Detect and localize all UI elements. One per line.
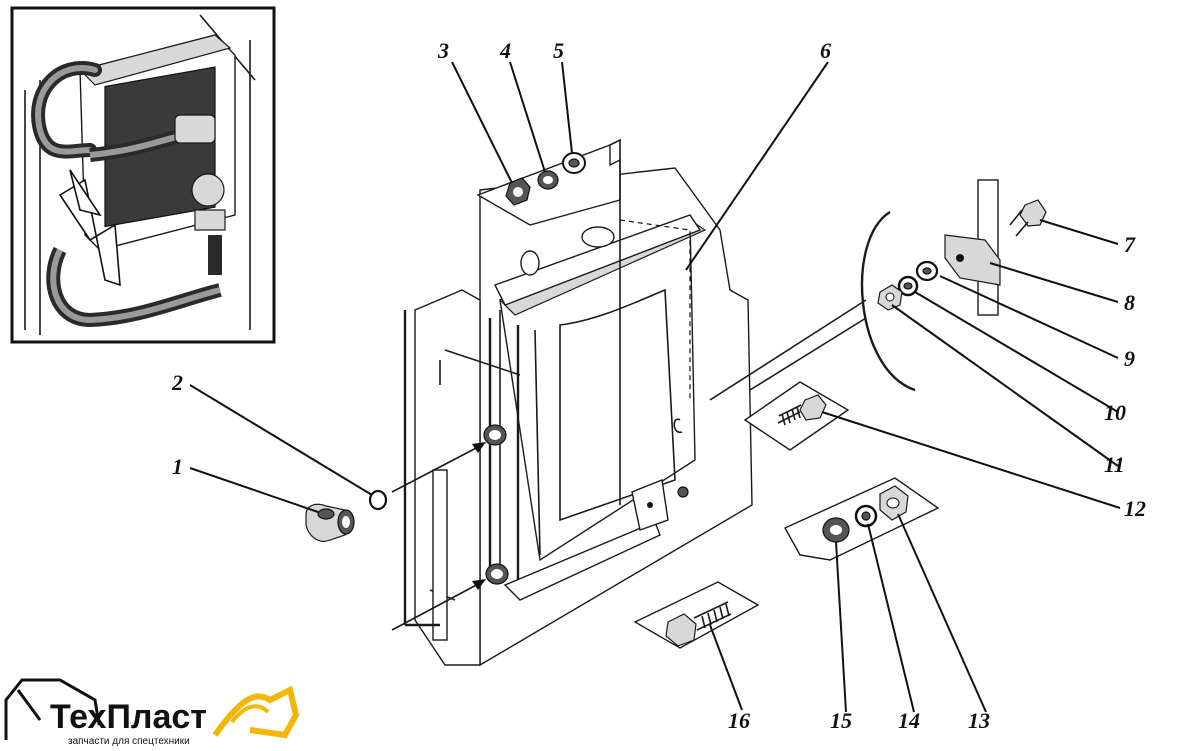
washer-9 xyxy=(915,260,939,282)
nut-11 xyxy=(877,284,903,311)
callout-12: 12 xyxy=(1124,496,1146,521)
washer-10 xyxy=(897,275,919,297)
fastener-panel-bottom xyxy=(784,477,940,561)
brand-name: ТехПласт xyxy=(50,698,207,736)
bolt-16 xyxy=(665,601,732,647)
clamp-8 xyxy=(944,234,1001,286)
washer-5 xyxy=(562,152,586,174)
callout-9: 9 xyxy=(1124,346,1135,371)
callout-6: 6 xyxy=(820,38,831,63)
callout-5: 5 xyxy=(553,38,564,63)
fastener-panel-top xyxy=(476,138,621,505)
brand-logo: ТехПласт запчасти для спецтехники xyxy=(4,678,300,747)
callout-10: 10 xyxy=(1104,400,1126,425)
callout-15: 15 xyxy=(830,708,852,733)
callout-13: 13 xyxy=(968,708,990,733)
callout-1: 1 xyxy=(172,454,183,479)
callout-3: 3 xyxy=(437,38,449,63)
callout-7: 7 xyxy=(1124,232,1136,257)
nut-13 xyxy=(879,485,909,521)
bolt-panel-16 xyxy=(633,581,760,649)
callout-4: 4 xyxy=(499,38,511,63)
bolt-7 xyxy=(1009,199,1047,237)
leader-lines xyxy=(189,61,1121,713)
excavator-left-icon xyxy=(4,678,102,740)
callout-14: 14 xyxy=(898,708,920,733)
o-ring-2 xyxy=(368,489,388,511)
callout-8: 8 xyxy=(1124,290,1135,315)
washer-14 xyxy=(854,504,878,528)
callout-labels: 1 2 3 4 5 6 7 8 9 10 11 12 13 14 15 16 xyxy=(171,38,1146,733)
excavator-arm-icon xyxy=(212,685,300,739)
inset-view xyxy=(10,6,276,344)
brand-tagline: запчасти для спецтехники xyxy=(68,736,190,747)
elbow-fitting-1 xyxy=(305,503,355,542)
callout-16: 16 xyxy=(728,708,750,733)
nut-3 xyxy=(505,177,531,206)
washer-4 xyxy=(537,170,559,190)
mount-bracket-group xyxy=(709,179,1047,401)
callout-11: 11 xyxy=(1104,452,1125,477)
washer-15 xyxy=(822,517,850,543)
radiator-assembly xyxy=(403,167,753,667)
bolt-12 xyxy=(777,394,827,426)
bolt-panel-12 xyxy=(743,381,850,451)
assembly-arrows xyxy=(391,442,486,631)
callout-2: 2 xyxy=(171,370,183,395)
